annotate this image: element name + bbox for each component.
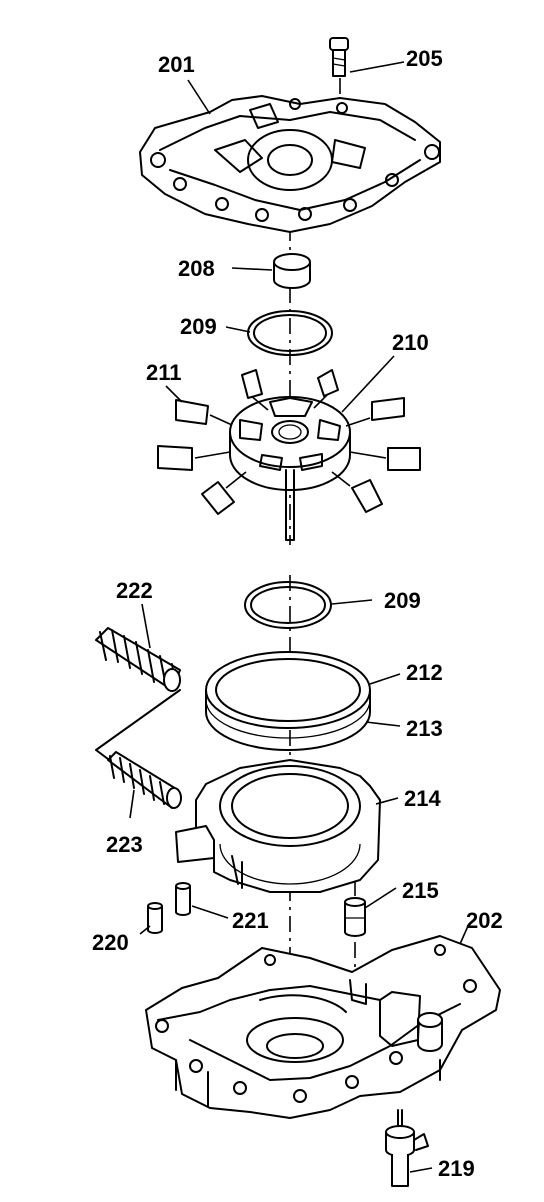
part-201-pump-cover — [139, 95, 441, 233]
part-215-pin — [344, 897, 366, 937]
leader-209b — [331, 599, 373, 605]
leader-222 — [141, 603, 151, 649]
label-212: 212 — [406, 660, 443, 685]
leader-219 — [409, 1167, 433, 1173]
label-223: 223 — [106, 832, 143, 857]
leader-212 — [369, 673, 401, 685]
label-220: 220 — [92, 930, 129, 955]
part-205-bolt — [329, 37, 349, 77]
label-209-lower: 209 — [384, 588, 421, 613]
leader-213 — [365, 721, 401, 727]
leader-201 — [187, 79, 211, 115]
part-209-upper-ring — [247, 310, 333, 356]
part-208-bushing — [273, 253, 311, 289]
part-202-pump-body — [145, 935, 501, 1119]
label-205: 205 — [406, 46, 443, 71]
label-210: 210 — [392, 330, 429, 355]
label-215: 215 — [402, 878, 439, 903]
part-214-slide — [175, 759, 381, 893]
leader-223 — [129, 789, 135, 819]
part-222-spring — [95, 627, 181, 692]
leader-221 — [191, 905, 229, 919]
leader-209a — [225, 326, 251, 333]
label-219: 219 — [438, 1156, 475, 1181]
label-211: 211 — [146, 360, 182, 385]
leader-215 — [364, 887, 397, 909]
label-202: 202 — [466, 908, 503, 933]
label-208: 208 — [178, 256, 215, 281]
label-222: 222 — [116, 578, 153, 603]
part-221-pin — [175, 882, 191, 916]
spring-link-line — [95, 689, 181, 763]
leader-211 — [165, 385, 183, 403]
leader-205 — [349, 61, 405, 73]
leader-214 — [375, 797, 399, 805]
leader-220 — [139, 925, 151, 935]
leader-210 — [341, 355, 395, 413]
label-221: 221 — [232, 908, 269, 933]
part-220-pin — [147, 902, 163, 934]
part-211-vanes — [157, 369, 421, 515]
leader-202 — [459, 925, 469, 945]
label-201: 201 — [158, 52, 195, 77]
part-209-lower-ring — [244, 581, 332, 629]
part-210-rotor — [229, 396, 351, 541]
part-223-spring — [107, 751, 182, 809]
label-213: 213 — [406, 716, 443, 741]
label-209-upper: 209 — [180, 314, 217, 339]
part-219-fitting — [385, 1109, 429, 1187]
label-214: 214 — [404, 786, 441, 811]
part-212-213-rings — [205, 651, 371, 751]
leader-208 — [231, 267, 273, 271]
